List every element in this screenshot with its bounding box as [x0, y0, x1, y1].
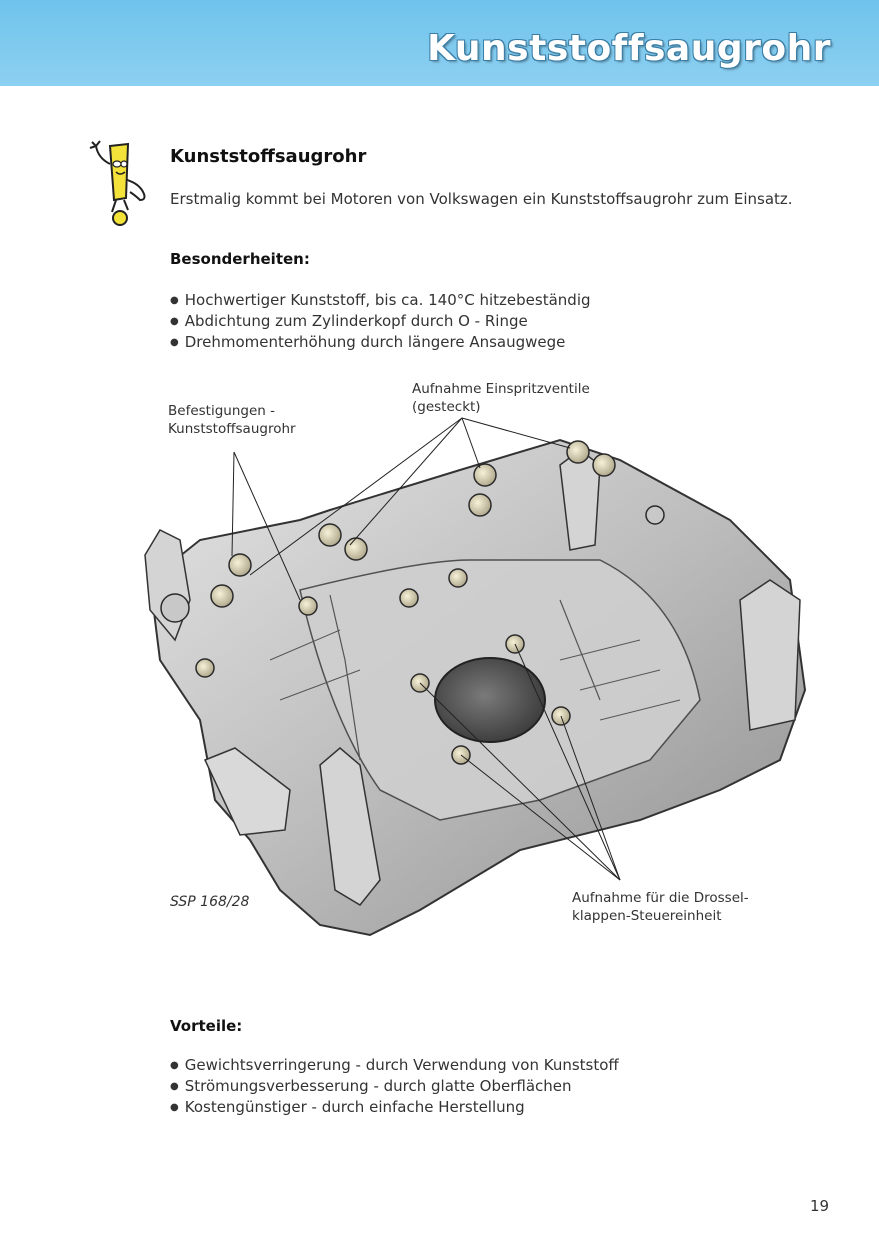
callout-mounts: Befestigungen - Kunststoffsaugrohr	[168, 402, 296, 438]
callout-throttle: Aufnahme für die Drossel- klappen-Steuer…	[572, 889, 749, 925]
list-item: Strömungsverbesserung - durch glatte Obe…	[170, 1076, 619, 1097]
list-item: Kostengünstiger - durch einfache Herstel…	[170, 1097, 619, 1118]
list-item: Hochwertiger Kunststoff, bis ca. 140°C h…	[170, 290, 591, 311]
page-number: 19	[810, 1197, 830, 1215]
exclamation-mascot-icon	[89, 140, 146, 226]
advantages-heading: Vorteile:	[170, 1017, 243, 1035]
section-heading: Kunststoffsaugrohr	[170, 146, 367, 167]
callout-mounts-line1: Befestigungen -	[168, 403, 275, 419]
features-heading: Besonderheiten:	[170, 250, 310, 268]
list-item: Abdichtung zum Zylinderkopf durch O - Ri…	[170, 311, 591, 332]
callout-injectors-line2: (gesteckt)	[412, 399, 481, 415]
advantages-list: Gewichtsverringerung - durch Verwendung …	[170, 1055, 619, 1118]
intro-text: Erstmalig kommt bei Motoren von Volkswag…	[170, 190, 793, 208]
callout-mounts-line2: Kunststoffsaugrohr	[168, 421, 296, 437]
header-banner: Kunststoffsaugrohr	[0, 0, 879, 86]
callout-throttle-line1: Aufnahme für die Drossel-	[572, 890, 749, 906]
page-title: Kunststoffsaugrohr	[427, 28, 831, 69]
callout-throttle-line2: klappen-Steuereinheit	[572, 908, 722, 924]
list-item: Gewichtsverringerung - durch Verwendung …	[170, 1055, 619, 1076]
figure-reference: SSP 168/28	[170, 894, 250, 910]
callout-injectors: Aufnahme Einspritzventile (gesteckt)	[412, 380, 590, 416]
callout-injectors-line1: Aufnahme Einspritzventile	[412, 381, 590, 397]
list-item: Drehmomenterhöhung durch längere Ansaugw…	[170, 332, 591, 353]
features-list: Hochwertiger Kunststoff, bis ca. 140°C h…	[170, 290, 591, 353]
